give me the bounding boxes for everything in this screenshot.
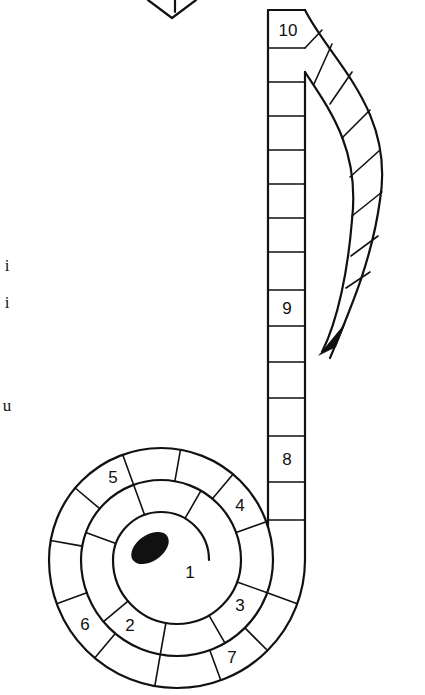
flag-outer-edge	[305, 10, 382, 358]
stem-left-edge	[267, 10, 269, 527]
flag-tip	[318, 322, 346, 356]
callout-number: 4	[235, 497, 244, 514]
diamond-fragment-mark	[174, 0, 176, 12]
spiral-cell-dividers	[51, 450, 267, 546]
note-head	[125, 525, 174, 570]
spiral-cell-dividers	[86, 485, 201, 544]
callout-number: 7	[227, 649, 236, 666]
callout-number: 8	[282, 451, 291, 468]
callout-number: 9	[282, 300, 291, 317]
cropped-letter: i	[5, 257, 10, 274]
callout-number: 10	[279, 22, 298, 39]
callout-number: 5	[108, 469, 117, 486]
callout-number: 1	[185, 564, 194, 581]
stem-right-edge	[304, 72, 306, 560]
cropped-letter: u	[3, 397, 12, 414]
spiral-cell-dividers	[104, 582, 268, 655]
stem-top	[268, 9, 305, 11]
callout-number: 3	[235, 597, 244, 614]
stem-cell-dividers	[268, 48, 305, 520]
diamond-fragment	[148, 0, 196, 18]
flag-inner-edge	[305, 72, 353, 352]
spiral-track-line	[49, 448, 305, 688]
spiral-cell-dividers	[57, 593, 298, 686]
flag-cell-dividers	[305, 30, 382, 288]
cropped-letter: i	[5, 294, 10, 311]
callout-number: 6	[80, 616, 89, 633]
callout-number: 2	[125, 617, 134, 634]
